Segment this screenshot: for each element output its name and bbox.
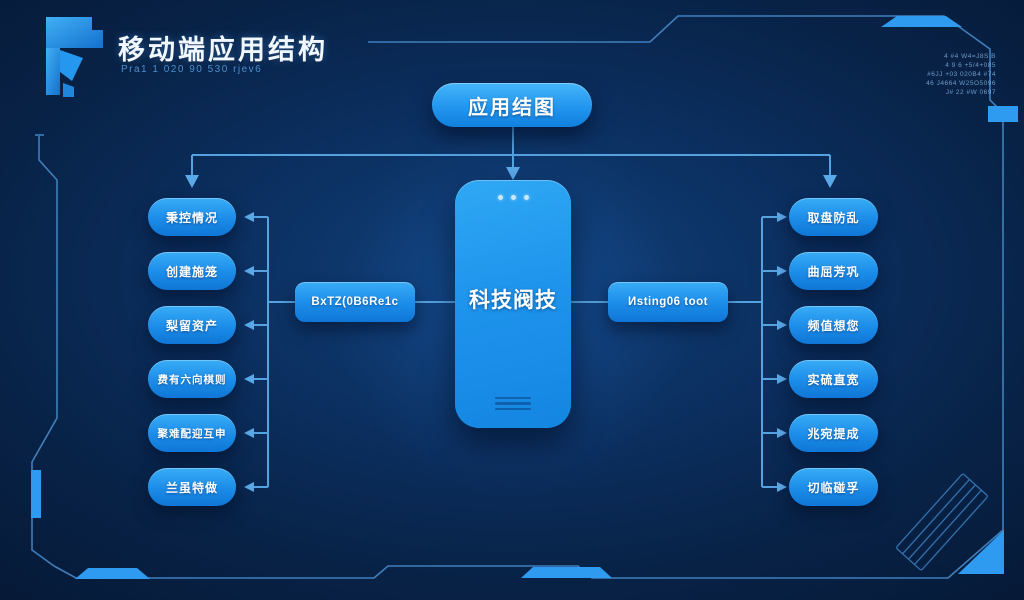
right-node-1: 取盘防乱 bbox=[789, 198, 878, 236]
micro-line: 4 #4 W4=J8S B bbox=[944, 53, 996, 60]
right-node-2: 曲屈芳巩 bbox=[789, 252, 878, 290]
bottom-right-corner-accent bbox=[958, 530, 1004, 574]
page-title: 移动端应用结构 bbox=[118, 35, 328, 65]
left-node-6: 兰虽特做 bbox=[148, 468, 236, 506]
bottom-left-accent bbox=[75, 568, 150, 579]
bottom-center-accent bbox=[521, 567, 612, 578]
phone-speaker-lines bbox=[455, 396, 571, 410]
left-node-4: 费有六向棋则 bbox=[148, 360, 236, 398]
phone-label: 科技阀技 bbox=[469, 289, 557, 312]
micro-line: #6JJ +03 020B4 #74 bbox=[927, 71, 996, 78]
top-accent-bar bbox=[881, 16, 962, 27]
left-node-3: 梨留资产 bbox=[148, 306, 236, 344]
right-node-5: 兆宛提成 bbox=[789, 414, 878, 452]
root-node: 应用结图 bbox=[432, 83, 592, 127]
micro-line: 46 J4664 W25O5096 bbox=[926, 80, 996, 87]
left-accent-bar bbox=[31, 470, 41, 518]
page-subtitle: Pra1 1 020 90 530 rjev6 bbox=[121, 64, 263, 75]
phone-camera-dots bbox=[455, 195, 571, 200]
micro-line: J# 22 #W 0697 bbox=[945, 89, 996, 96]
left-node-5: 聚难配迎互申 bbox=[148, 414, 236, 452]
right-node-4: 实硫直宽 bbox=[789, 360, 878, 398]
left-node-1: 秉控情况 bbox=[148, 198, 236, 236]
right-accent-bar bbox=[988, 106, 1018, 122]
right-node-6: 切临碰孚 bbox=[789, 468, 878, 506]
right-node-3: 频值想您 bbox=[789, 306, 878, 344]
left-connector-node: BxTZ(0B6Re1c bbox=[295, 282, 415, 322]
brand-logo-icon bbox=[46, 17, 103, 97]
left-node-2: 创建施笼 bbox=[148, 252, 236, 290]
micro-line: 4 9 6 +5/4+085 bbox=[945, 62, 996, 69]
phone-illustration: 科技阀技 bbox=[455, 180, 571, 428]
right-connector-node: Иsting06 toot bbox=[608, 282, 728, 322]
corner-micro-text: 4 #4 W4=J8S B 4 9 6 +5/4+085 #6JJ +03 02… bbox=[846, 52, 996, 97]
hatch-decoration bbox=[896, 473, 988, 571]
